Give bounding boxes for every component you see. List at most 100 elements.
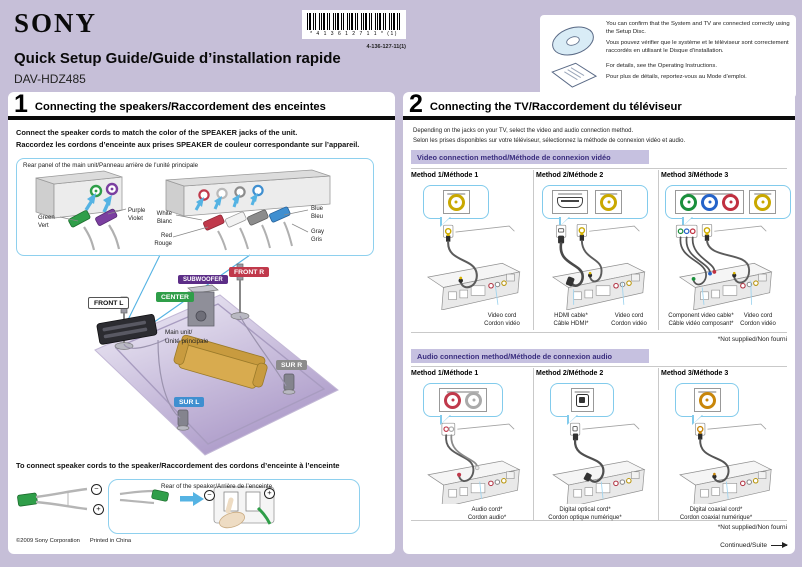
tag-center: CENTER	[156, 292, 194, 302]
audio-grid-bottom-rule	[411, 520, 787, 521]
callout-pointer	[440, 414, 451, 425]
callout-pointer	[567, 414, 578, 425]
section1-number: 1	[14, 90, 28, 118]
section2-title: Connecting the TV/Raccordement du télévi…	[429, 101, 682, 113]
video-m2-caption-hdmi: HDMI cable*Câble HDMI*	[553, 313, 589, 328]
callout-pointer	[692, 414, 703, 425]
video-in-jack-plate	[749, 190, 776, 214]
setup-disc-icon	[551, 26, 598, 88]
video-grid-bottom-rule	[411, 332, 787, 333]
audio-m3-caption: Digital coaxial cord*Cordon coaxial numé…	[679, 507, 753, 522]
video-grid-sep-2	[658, 170, 659, 330]
tag-front-l: FRONT L	[88, 297, 130, 309]
video-method-2: Method 2/Méthode 2	[536, 172, 658, 338]
audio-m2-illustration	[552, 422, 645, 504]
video-m2-header: Method 2/Méthode 2	[536, 172, 604, 179]
video-in-jack-plate	[442, 190, 470, 214]
video-method-banner: Video connection method/Méthode de conne…	[411, 150, 649, 164]
audio-method-1: Method 1/Méthode 1 Audio co	[411, 370, 533, 536]
hdmi-jack-icon	[557, 196, 583, 208]
audio-out-jack-plate	[439, 388, 487, 412]
audio-not-supplied-note: *Not supplied/Non fourni	[717, 524, 787, 531]
setup-disc-info-box: You can confirm that the System and TV a…	[540, 15, 796, 98]
section1-title: Connecting the speakers/Raccordement des…	[34, 101, 326, 113]
audio-l-jack-icon	[465, 391, 482, 409]
digital-coaxial-jack-plate	[693, 388, 721, 412]
rear-panel-box: Rear panel of the main unit/Panneau arri…	[16, 158, 374, 256]
audio-m3-header: Method 3/Méthode 3	[661, 370, 729, 377]
s1-intro-fr: Raccordez les cordons d’enceinte aux pri…	[16, 140, 360, 149]
rear-panel-label: Rear panel of the main unit/Panneau arri…	[23, 162, 199, 169]
video-m3-callout	[665, 185, 791, 227]
tag-sur-l: SUR L	[174, 397, 205, 407]
video-m1-callout	[423, 185, 489, 227]
callout-pointer	[682, 216, 693, 227]
barcode-digits: * 4 1 3 6 1 2 7 1 1 * (1)	[310, 31, 398, 37]
continued-arrow-icon	[771, 542, 788, 548]
video-jack-icon	[600, 193, 617, 211]
video-jack-icon	[754, 193, 771, 211]
sony-logo: SONY	[14, 8, 98, 38]
digital-optical-jack-plate	[570, 388, 594, 412]
audio-r-jack-icon	[444, 391, 461, 409]
video-jack-icon	[447, 193, 465, 211]
polarity-minus-2: −	[204, 490, 215, 501]
polarity-minus: −	[91, 484, 102, 495]
video-not-supplied-note: *Not supplied/Non fourni	[717, 336, 787, 343]
section2-number: 2	[409, 90, 423, 118]
audio-m1-header: Method 1/Méthode 1	[411, 370, 479, 377]
callout-pointer	[440, 216, 451, 227]
polarity-plus: +	[93, 504, 104, 515]
audio-m2-header: Method 2/Méthode 2	[536, 370, 604, 377]
s1-connect-heading: To connect speaker cords to the speaker/…	[16, 461, 340, 470]
section2-header: 2 Connecting the TV/Raccordement du télé…	[403, 92, 795, 120]
barcode-bars	[307, 13, 401, 30]
printed-in: Printed in China	[89, 538, 132, 544]
coaxial-jack-icon	[698, 391, 716, 409]
part-number: 4-136-127-11(1)	[366, 44, 406, 50]
component-pr-jack-icon	[722, 193, 739, 211]
video-m3-caption-component: Component video cable*Câble vidéo compos…	[668, 313, 734, 328]
info-line-fr: Vous pouvez vérifier que le système et l…	[606, 40, 789, 55]
video-m2-callout	[542, 185, 648, 227]
optical-jack-icon	[575, 393, 589, 407]
info-line-en: You can confirm that the System and TV a…	[606, 21, 790, 35]
component-pb-jack-icon	[701, 193, 718, 211]
s2-intro-fr: Selon les prises disponibles sur votre t…	[413, 138, 686, 144]
video-grid-top-rule	[411, 168, 787, 169]
audio-m3-illustration	[679, 422, 772, 504]
audio-m1-callout	[423, 383, 503, 425]
polarity-plus-2: +	[264, 488, 275, 499]
video-grid-sep-1	[533, 170, 534, 330]
barcode: * 4 1 3 6 1 2 7 1 1 * (1)	[302, 10, 406, 39]
model-number: DAV-HDZ485	[14, 72, 86, 86]
main-unit-label: Main unit/Unité principale	[165, 329, 209, 345]
video-in-jack-plate	[595, 190, 622, 214]
s2-intro-en: Depending on the jacks on your TV, selec…	[413, 128, 634, 134]
audio-method-2: Method 2/Méthode 2 Digital optical cord*…	[536, 370, 658, 536]
audio-method-banner: Audio connection method/Méthode de conne…	[411, 349, 649, 363]
audio-grid-sep-2	[658, 368, 659, 520]
tag-sur-r: SUR R	[276, 360, 308, 370]
info-line2-fr: Pour plus de détails, reportez-vous au M…	[606, 74, 747, 81]
audio-m2-caption: Digital optical cord*Cordon optique numé…	[548, 507, 622, 522]
component-y-jack-icon	[680, 193, 697, 211]
component-jack-plate	[675, 190, 744, 214]
video-m3-illustration	[675, 223, 772, 310]
audio-m1-illustration	[427, 422, 520, 504]
info-box-text: You can confirm that the System and TV a…	[606, 21, 790, 86]
page-title: Quick Setup Guide/Guide d’installation r…	[14, 50, 341, 67]
audio-grid-sep-1	[533, 368, 534, 520]
video-m2-illustration	[552, 223, 646, 310]
continued-indicator: Continued/Suite	[720, 542, 788, 549]
callout-pointer	[559, 216, 570, 227]
tag-front-r: FRONT R	[229, 267, 270, 277]
rear-of-speaker-label: Rear of the speaker/Arrière de l’enceint…	[161, 483, 273, 490]
